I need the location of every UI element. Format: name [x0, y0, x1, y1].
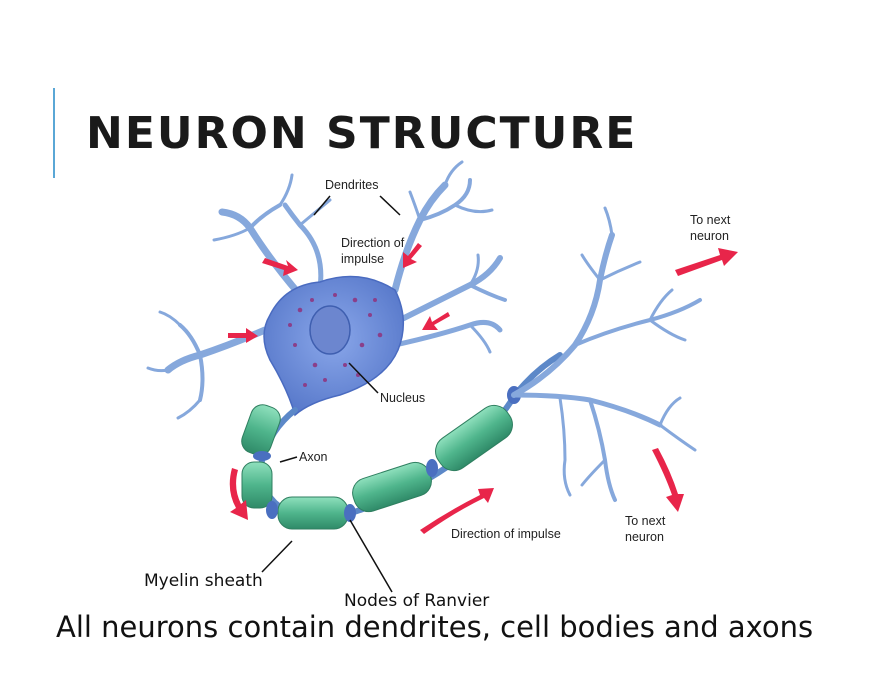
label-to-next-neuron-bottom-line2: neuron	[625, 530, 664, 544]
dendrites	[146, 160, 507, 420]
nucleus	[309, 305, 351, 355]
label-direction-of-impulse-bottom: Direction of impulse	[451, 527, 561, 541]
label-to-next-neuron-top-line2: neuron	[690, 229, 729, 243]
slide-caption: All neurons contain dendrites, cell bodi…	[56, 610, 814, 644]
nodes-of-ranvier	[253, 386, 521, 522]
label-pointers	[261, 195, 401, 593]
label-dendrites: Dendrites	[325, 178, 379, 192]
axon-terminals	[511, 206, 702, 502]
label-nodes-of-ranvier: Nodes of Ranvier	[344, 591, 489, 611]
label-to-next-neuron-bottom-line1: To next	[625, 514, 666, 528]
label-myelin-sheath: Myelin sheath	[144, 571, 263, 591]
page-title: NEURON STRUCTURE	[86, 108, 638, 159]
label-direction-of-impulse-line1: Direction of	[341, 236, 405, 250]
myelin-sheath-segments	[241, 404, 513, 530]
label-direction-of-impulse-line2: impulse	[341, 252, 384, 266]
impulse-arrows	[228, 243, 738, 534]
label-to-next-neuron-top-line1: To next	[690, 213, 731, 227]
label-axon: Axon	[299, 450, 328, 464]
accent-bar	[53, 88, 55, 178]
label-nucleus: Nucleus	[380, 391, 425, 405]
